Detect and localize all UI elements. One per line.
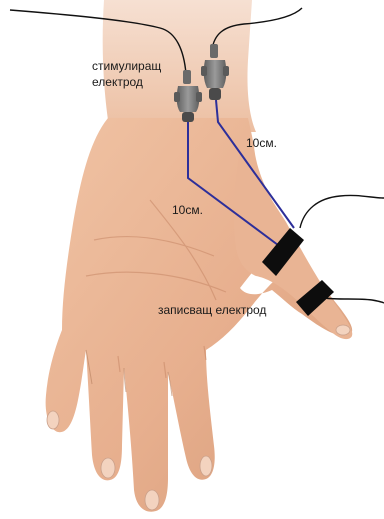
label-distance-left: 10см.	[172, 203, 203, 217]
label-stimulating-line1: стимулиращ	[92, 59, 161, 73]
label-recording-electrode: записващ електрод	[158, 303, 266, 317]
label-distance-right: 10см.	[246, 136, 277, 150]
wire-ring-upper	[300, 195, 384, 228]
label-stimulating-line2: електрод	[92, 75, 143, 89]
